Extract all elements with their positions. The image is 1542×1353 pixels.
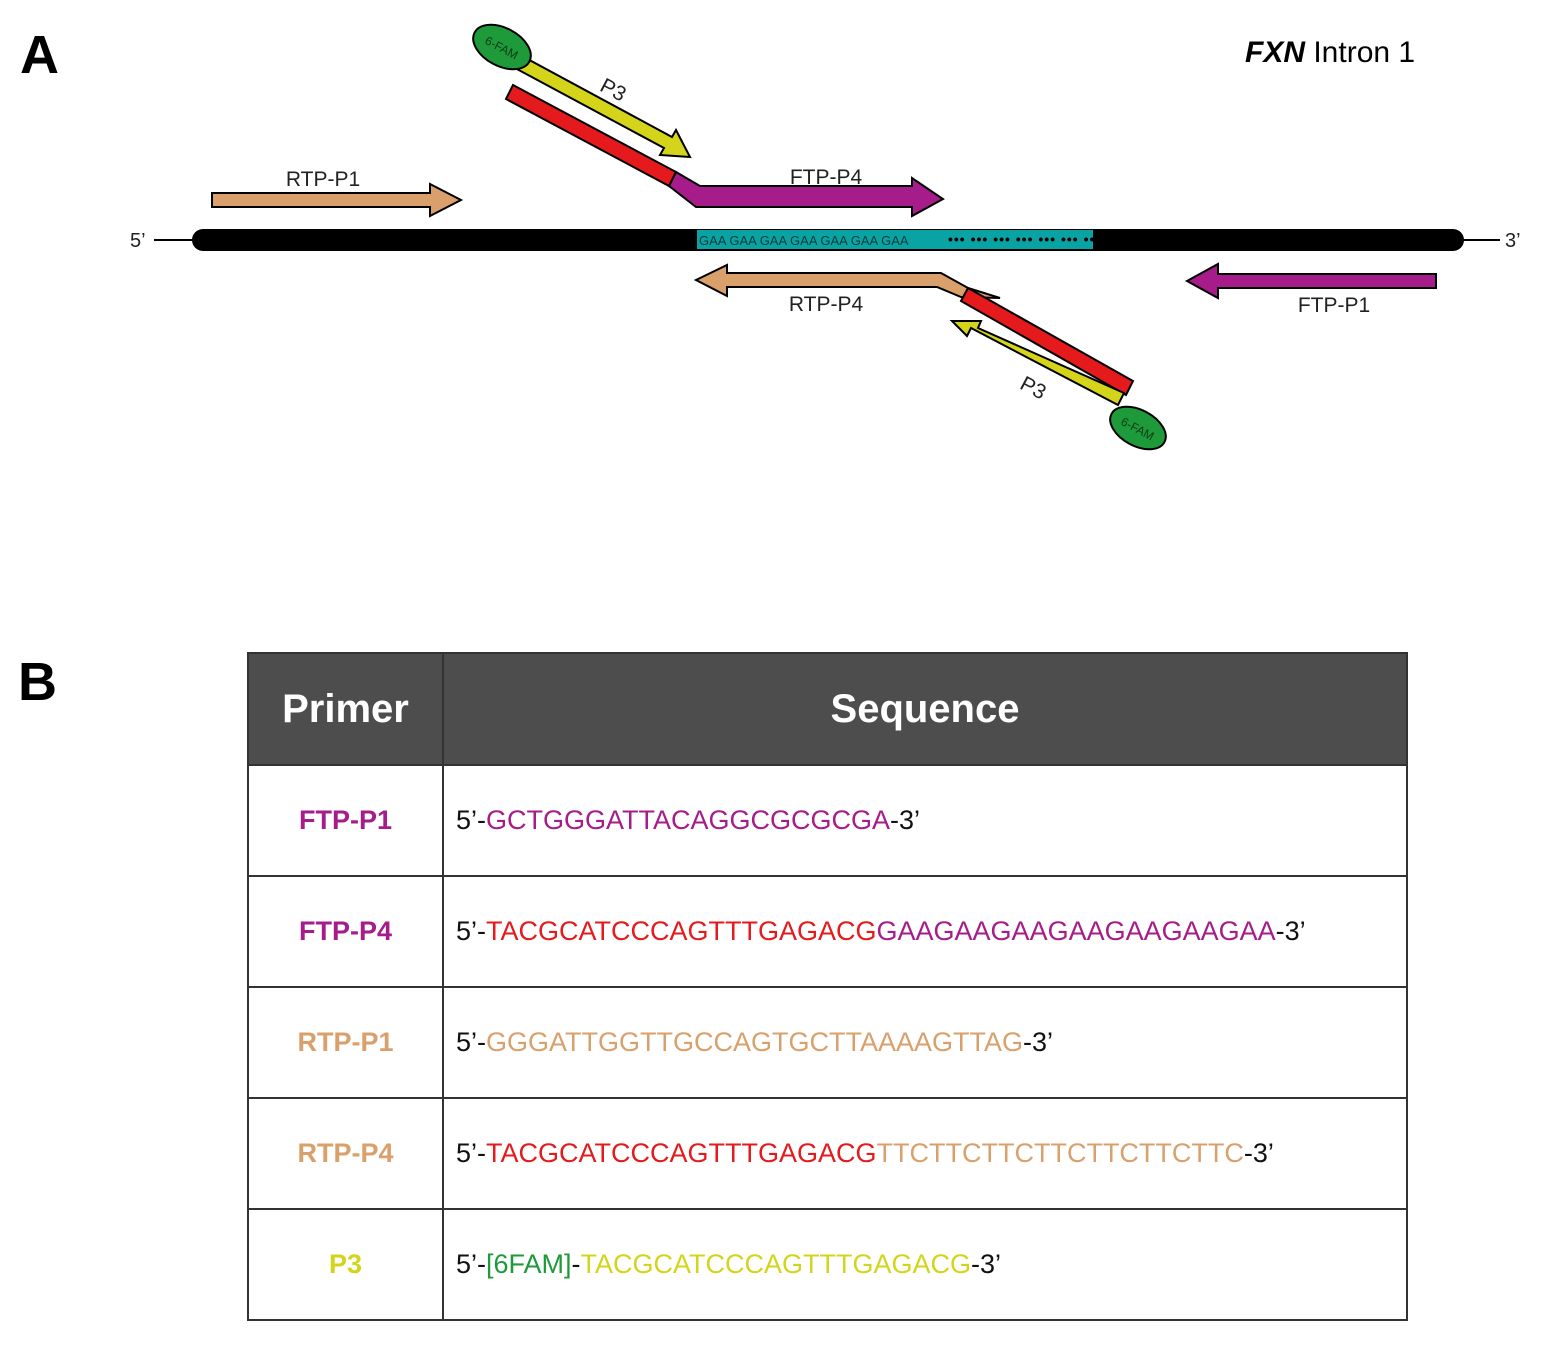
panel-b-letter: B	[18, 652, 57, 712]
sequence-segment: GAAGAAGAAGAAGAAGAAGAA	[876, 916, 1276, 946]
sequence-cell: 5’-TACGCATCCCAGTTTGAGACGGAAGAAGAAGAAGAAG…	[442, 875, 1408, 988]
fam-dye-bottom	[1109, 405, 1167, 451]
gene-title: FXN Intron 1	[1245, 36, 1415, 70]
rtp-p4-arrow	[693, 263, 1001, 299]
sequence-cell: 5’-GCTGGGATTACAGGCGCGCGA-3’	[442, 764, 1408, 877]
three-prime-end: -3’	[890, 805, 921, 835]
ftp-p4-label: FTP-P4	[790, 166, 863, 189]
p3-probe-bottom	[949, 320, 1126, 407]
sequence-segment: TTCTTCTTCTTCTTCTTCTTC	[876, 1138, 1244, 1168]
rtp-p4-tag-bottom	[959, 286, 1135, 397]
gaa-repeat-text: GAA GAA GAA GAA GAA GAA GAA	[699, 233, 909, 248]
rtp-p4-label: RTP-P4	[789, 293, 864, 316]
header-primer: Primer	[247, 652, 444, 766]
p3-label-bottom: P3	[1016, 372, 1049, 404]
five-prime-label: 5’	[130, 230, 146, 252]
three-prime-end: -3’	[1243, 1138, 1274, 1168]
sequence-segment: GGGATTGGTTGCCAGTGCTTAAAAGTTAG	[486, 1027, 1024, 1057]
sequence-cell: 5’-[6FAM]-TACGCATCCCAGTTTGAGACG-3’	[442, 1208, 1408, 1321]
gene-name: FXN	[1245, 36, 1305, 69]
primer-name-cell: RTP-P4	[247, 1097, 444, 1210]
gaa-repeat-region	[697, 230, 1093, 249]
sequence-segment: TACGCATCCCAGTTTGAGACG	[486, 916, 877, 946]
primer-name-cell: FTP-P1	[247, 764, 444, 877]
ftp-p4-arrow	[667, 170, 945, 218]
five-prime-end: 5’-	[456, 1249, 487, 1279]
three-prime-end: -3’	[1023, 1027, 1054, 1057]
p3-probe-top	[513, 54, 692, 159]
fam-dye-top	[472, 23, 532, 71]
ftp-p1-arrow	[1184, 262, 1437, 300]
sequence-segment: -	[571, 1249, 581, 1279]
sequence-segment: [6FAM]	[486, 1249, 572, 1279]
rtp-p1-label: RTP-P1	[286, 168, 360, 191]
three-prime-end: -3’	[971, 1249, 1002, 1279]
primer-name-cell: RTP-P1	[247, 986, 444, 1099]
sequence-segment: TACGCATCCCAGTTTGAGACG	[486, 1138, 877, 1168]
ftp-p1-label: FTP-P1	[1298, 294, 1370, 317]
panel-a-letter: A	[20, 25, 59, 85]
three-prime-label: 3’	[1505, 230, 1521, 252]
rtp-p1-arrow	[211, 182, 464, 218]
gene-region: Intron 1	[1313, 36, 1416, 69]
three-prime-end: -3’	[1275, 916, 1306, 946]
primer-table-header: Primer Sequence	[247, 652, 1408, 766]
five-prime-end: 5’-	[456, 805, 487, 835]
sequence-cell: 5’-GGGATTGGTTGCCAGTGCTTAAAAGTTAG-3’	[442, 986, 1408, 1099]
gaa-repeat-dots: ••• ••• ••• ••• ••• ••• ••• •••	[948, 231, 1124, 247]
primer-name-cell: FTP-P4	[247, 875, 444, 988]
header-sequence: Sequence	[442, 652, 1408, 766]
five-prime-end: 5’-	[456, 1027, 487, 1057]
primer-schematic: GAA GAA GAA GAA GAA GAA GAA ••• ••• ••• …	[130, 23, 1521, 451]
primer-name-cell: P3	[247, 1208, 444, 1321]
sequence-segment: GCTGGGATTACAGGCGCGCGA	[486, 805, 891, 835]
sequence-cell: 5’-TACGCATCCCAGTTTGAGACGTTCTTCTTCTTCTTCT…	[442, 1097, 1408, 1210]
sequence-segment: TACGCATCCCAGTTTGAGACG	[580, 1249, 972, 1279]
five-prime-end: 5’-	[456, 1138, 487, 1168]
five-prime-end: 5’-	[456, 916, 487, 946]
